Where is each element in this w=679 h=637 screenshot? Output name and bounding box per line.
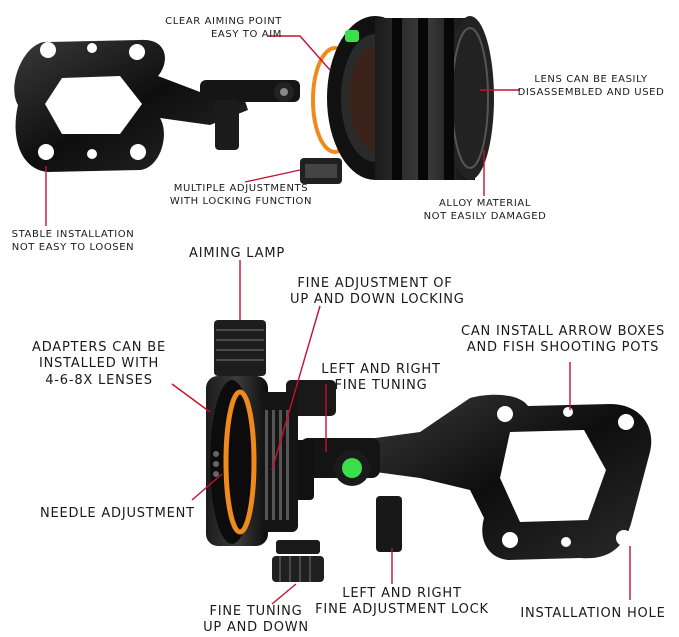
bottom-leader-lines: [171, 260, 631, 605]
callout-line: UP AND DOWN LOCKING: [290, 292, 465, 308]
callout-line: ALLOY MATERIAL: [438, 198, 532, 209]
callout-line: UP AND DOWN: [203, 620, 309, 636]
leader-multiple-adjustments: [244, 169, 301, 183]
callout-multiple-adjustments: MULTIPLE ADJUSTMENTS WITH LOCKING FUNCTI…: [166, 183, 316, 208]
callout-line: LENS CAN BE EASILY: [534, 74, 648, 85]
callout-line: FINE TUNING: [209, 604, 303, 619]
callout-line: FINE TUNING: [334, 378, 428, 394]
callout-aiming-lamp: AIMING LAMP: [172, 246, 302, 262]
callout-line: MULTIPLE ADJUSTMENTS: [173, 183, 309, 194]
callout-fine-tuning-up-down: FINE TUNING UP AND DOWN: [196, 604, 316, 637]
callout-line: LEFT AND RIGHT: [342, 586, 462, 601]
callout-line: INSTALLATION HOLE: [520, 606, 666, 621]
callout-fine-up-down-locking: FINE ADJUSTMENT OF UP AND DOWN LOCKING: [290, 276, 465, 309]
callout-line: AND FISH SHOOTING POTS: [466, 340, 660, 356]
leader-fine-up-down-locking: [271, 305, 321, 471]
callout-line: WITH LOCKING FUNCTION: [169, 195, 313, 207]
callout-adapters: ADAPTERS CAN BE INSTALLED WITH 4-6-8X LE…: [24, 340, 174, 389]
callout-line: CLEAR AIMING POINT: [165, 16, 282, 27]
leader-needle: [191, 473, 223, 501]
callout-line: EASY TO AIM: [211, 28, 282, 40]
callout-line: CAN INSTALL ARROW BOXES: [460, 324, 666, 339]
top-sight-assembly: [14, 16, 494, 184]
callout-line: FINE ADJUSTMENT OF: [297, 276, 453, 291]
callout-line: LEFT AND RIGHT: [321, 362, 441, 377]
leader-fine-tuning-up-down: [271, 583, 297, 605]
callout-line: DISASSEMBLED AND USED: [517, 86, 665, 98]
top-leader-lines: [45, 35, 520, 226]
aiming-lamp-body: [214, 320, 266, 376]
bottom-sight-assembly: [206, 320, 652, 582]
callout-line: AIMING LAMP: [189, 246, 285, 261]
callout-line: ADAPTERS CAN BE: [32, 340, 166, 355]
callout-installation-hole: INSTALLATION HOLE: [518, 606, 668, 622]
callout-line: 4-6-8X LENSES: [45, 372, 153, 388]
leader-clear-aiming: [268, 35, 331, 71]
callout-line: STABLE INSTALLATION: [11, 229, 135, 240]
callout-left-right-lock: LEFT AND RIGHT FINE ADJUSTMENT LOCK: [312, 586, 492, 619]
callout-line: NOT EASY TO LOOSEN: [11, 241, 135, 253]
callout-needle-adjustment: NEEDLE ADJUSTMENT: [40, 506, 200, 522]
callout-lens-disassembled: LENS CAN BE EASILY DISASSEMBLED AND USED: [516, 74, 666, 99]
callout-arrow-boxes: CAN INSTALL ARROW BOXES AND FISH SHOOTIN…: [458, 324, 668, 357]
callout-stable-installation: STABLE INSTALLATION NOT EASY TO LOOSEN: [0, 229, 146, 254]
callout-alloy-material: ALLOY MATERIAL NOT EASILY DAMAGED: [410, 198, 560, 223]
callout-line: INSTALLED WITH: [38, 356, 160, 372]
callout-line: FINE ADJUSTMENT LOCK: [315, 602, 489, 618]
callout-clear-aiming-point: CLEAR AIMING POINT EASY TO AIM: [150, 16, 282, 41]
callout-left-right-fine-tuning: LEFT AND RIGHT FINE TUNING: [320, 362, 442, 395]
callout-line: NEEDLE ADJUSTMENT: [40, 506, 195, 521]
callout-line: NOT EASILY DAMAGED: [423, 210, 547, 222]
leader-adapters: [171, 383, 211, 413]
